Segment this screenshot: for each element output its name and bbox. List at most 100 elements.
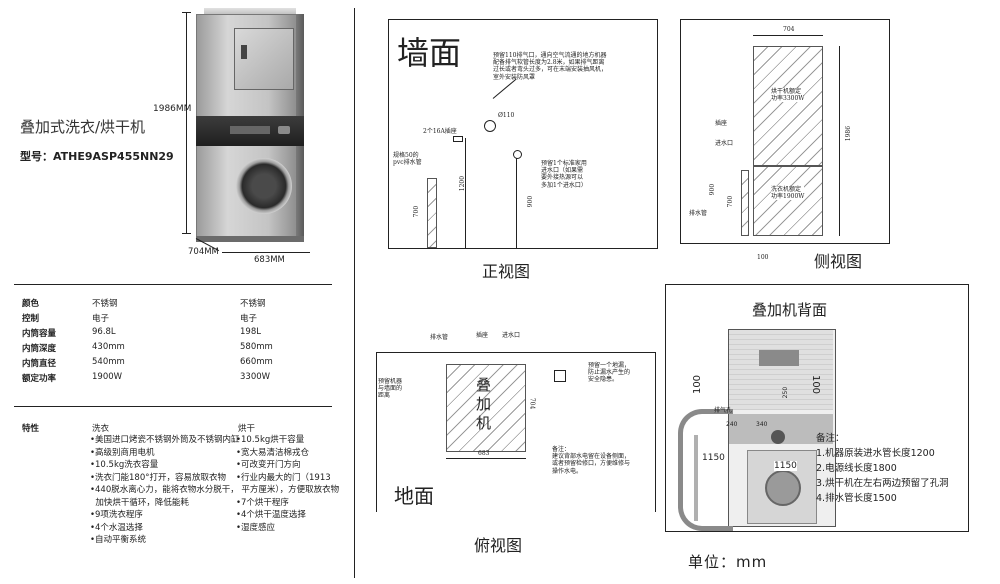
dim-900: 900: [527, 195, 535, 208]
depth-dimension: 704MM: [188, 247, 219, 257]
wall-line: [376, 352, 377, 512]
list-item: •高级别商用电机: [90, 447, 155, 458]
list-item: 加快烘干循环，降低能耗: [90, 497, 189, 508]
product-model: 型号：ATHE9ASP455NN29: [20, 148, 174, 164]
list-item: •7个烘干程序: [236, 497, 289, 508]
side-drain-label: 排水管: [689, 210, 708, 217]
dimension-line: [516, 158, 517, 248]
width-dimension: 683MM: [254, 255, 285, 265]
spec-label: 内筒深度: [22, 344, 57, 354]
spec-washer-value: 430mm: [92, 342, 125, 352]
spec-row: 内筒直径 540mm 660mm: [22, 357, 342, 372]
top-drain-label: 排水管: [430, 334, 449, 341]
side-dim-900: 900: [709, 183, 717, 196]
inlet-note: 预留1个标准家用 进水口（如果需 要外接热源可以 多加1个进水口）: [541, 160, 587, 189]
spec-label: 颜色: [22, 299, 40, 309]
spec-dryer-value: 电子: [240, 314, 258, 324]
wall-line: [655, 352, 656, 512]
dim-340: 340: [756, 421, 768, 428]
socket-label: 2个16A插座: [423, 128, 457, 135]
model-label: 型号：: [20, 150, 53, 163]
side-view-caption: 侧视图: [814, 252, 863, 271]
back-notes: 备注： 1.机器原装进水管长度1200 2.电源线长度1800 3.烘干机在左右…: [816, 431, 949, 506]
note-line: 多加1个进水口）: [541, 181, 587, 189]
side-dim-700: 700: [727, 195, 735, 208]
spec-row: 内筒容量 96.8L 198L: [22, 327, 342, 342]
dim-100-left: 100: [692, 374, 704, 395]
side-width: 704: [783, 26, 795, 33]
spec-divider-top: [14, 284, 332, 285]
leader-line: [492, 78, 517, 99]
dim-700: 700: [413, 205, 421, 218]
front-view-caption: 正视图: [482, 262, 531, 281]
label-line: 洗衣机额定: [771, 186, 802, 193]
drain-note: 规格50的 pvc排水管: [393, 152, 422, 166]
socket-icon: [453, 136, 463, 142]
note-line: 配备排气软管长度为2.8米，如果排气距离: [493, 59, 605, 67]
floor-label: 地面: [394, 484, 434, 508]
note-line: 建议背部水电留在设备侧面，: [552, 453, 631, 461]
dryer-power-label: 烘干机额定 功率3300W: [771, 88, 805, 103]
top-depth: 704: [528, 397, 536, 410]
product-name: 叠加式洗衣/烘干机: [20, 118, 146, 136]
spec-dryer-value: 580mm: [240, 342, 273, 352]
note-line: 与墙面的: [378, 385, 403, 393]
water-inlet-icon: [513, 150, 522, 159]
dryer-hatched-block: [753, 46, 823, 166]
side-view-diagram: 704 烘干机额定 功率3300W 洗衣机额定 功率1900W 1986 插座 …: [680, 19, 890, 261]
dimension-line: [446, 458, 526, 459]
washer-features-title: 洗衣: [92, 424, 110, 434]
note-line: 进水口（如果需: [541, 167, 584, 175]
spec-divider-bottom: [14, 406, 332, 407]
spec-row: 内筒深度 430mm 580mm: [22, 342, 342, 357]
dryer-features-title: 烘干: [238, 424, 256, 434]
label-char: 机: [476, 414, 492, 432]
side-drain-pipe: [741, 170, 749, 236]
label-char: 加: [476, 395, 492, 413]
features-label: 特性: [22, 424, 40, 434]
stack-footprint-text: 叠 加 机: [476, 376, 491, 433]
dimension-line: [465, 138, 466, 248]
top-view-caption: 俯视图: [474, 536, 523, 555]
list-item: •可改变开门方向: [236, 460, 301, 470]
exhaust-port-icon: [484, 120, 496, 132]
label-char: 叠: [476, 376, 492, 394]
list-item: •9项洗衣程序: [90, 510, 143, 520]
washer-features-list: •美国进口烤瓷不锈钢外筒及不锈钢内缸 •高级别商用电机 •10.5kg洗衣容量 …: [90, 434, 240, 547]
dim-1200: 1200: [459, 175, 467, 192]
top-inlet-label: 进水口: [502, 332, 521, 339]
back-view-panel: 叠加机背面 100 100 排气孔 240 340 250 1150 1150 …: [665, 284, 969, 532]
spec-label: 控制: [22, 314, 40, 324]
list-item: •湿度感应: [236, 522, 276, 533]
list-item: •美国进口烤瓷不锈钢外筒及不锈钢内缸: [90, 435, 240, 445]
note-line: 预留机器: [378, 378, 403, 385]
drain-pipe: [427, 178, 437, 248]
note-line: 预留110排气口，通向空气流通的地方机器: [493, 52, 607, 59]
dryer-features-list: •10.5kg烘干容量 •宽大易清洁棉戎仓 •可改变开门方向 •行业内最大的门（…: [236, 434, 346, 534]
washer-hatched-block: [753, 166, 823, 236]
dimension-line: [753, 35, 823, 36]
label-line: 功率3300W: [771, 95, 805, 103]
spec-label: 内筒直径: [22, 359, 57, 369]
model-number: ATHE9ASP455NN29: [53, 150, 174, 163]
label-line: 功率1900W: [771, 193, 805, 201]
note-line: 安全隐患。: [588, 376, 619, 384]
dim-250: 250: [782, 386, 790, 399]
placement-note: 备注： 建议背部水电留在设备侧面， 或者预留检修口，方便维修与 操作水电。: [552, 446, 630, 475]
note-line: 或者预留检修口，方便维修与: [552, 460, 631, 468]
width-dimension-line: [222, 252, 310, 253]
height-dimension: 1986MM: [153, 104, 192, 114]
spec-row: 额定功率 1900W 3300W: [22, 372, 342, 387]
dim-100-right: 100: [810, 374, 822, 395]
note-line: 室外安装防风罩: [493, 73, 536, 81]
dim-240: 240: [726, 421, 738, 428]
list-item: •4个烘干温度选择: [236, 510, 306, 520]
front-view-diagram: 墙面 预留110排气口，通向空气流通的地方机器 配备排气软管长度为2.8米，如果…: [388, 19, 658, 249]
spec-dryer-value: 3300W: [240, 372, 271, 382]
spec-row: 控制 电子 电子: [22, 312, 342, 327]
washer-power-label: 洗衣机额定 功率1900W: [771, 186, 805, 201]
side-socket-label: 插座: [715, 120, 728, 127]
spec-dryer-value: 660mm: [240, 357, 273, 367]
list-item: •自动平衡系统: [90, 535, 147, 545]
note-line: 操作水电。: [552, 467, 583, 475]
